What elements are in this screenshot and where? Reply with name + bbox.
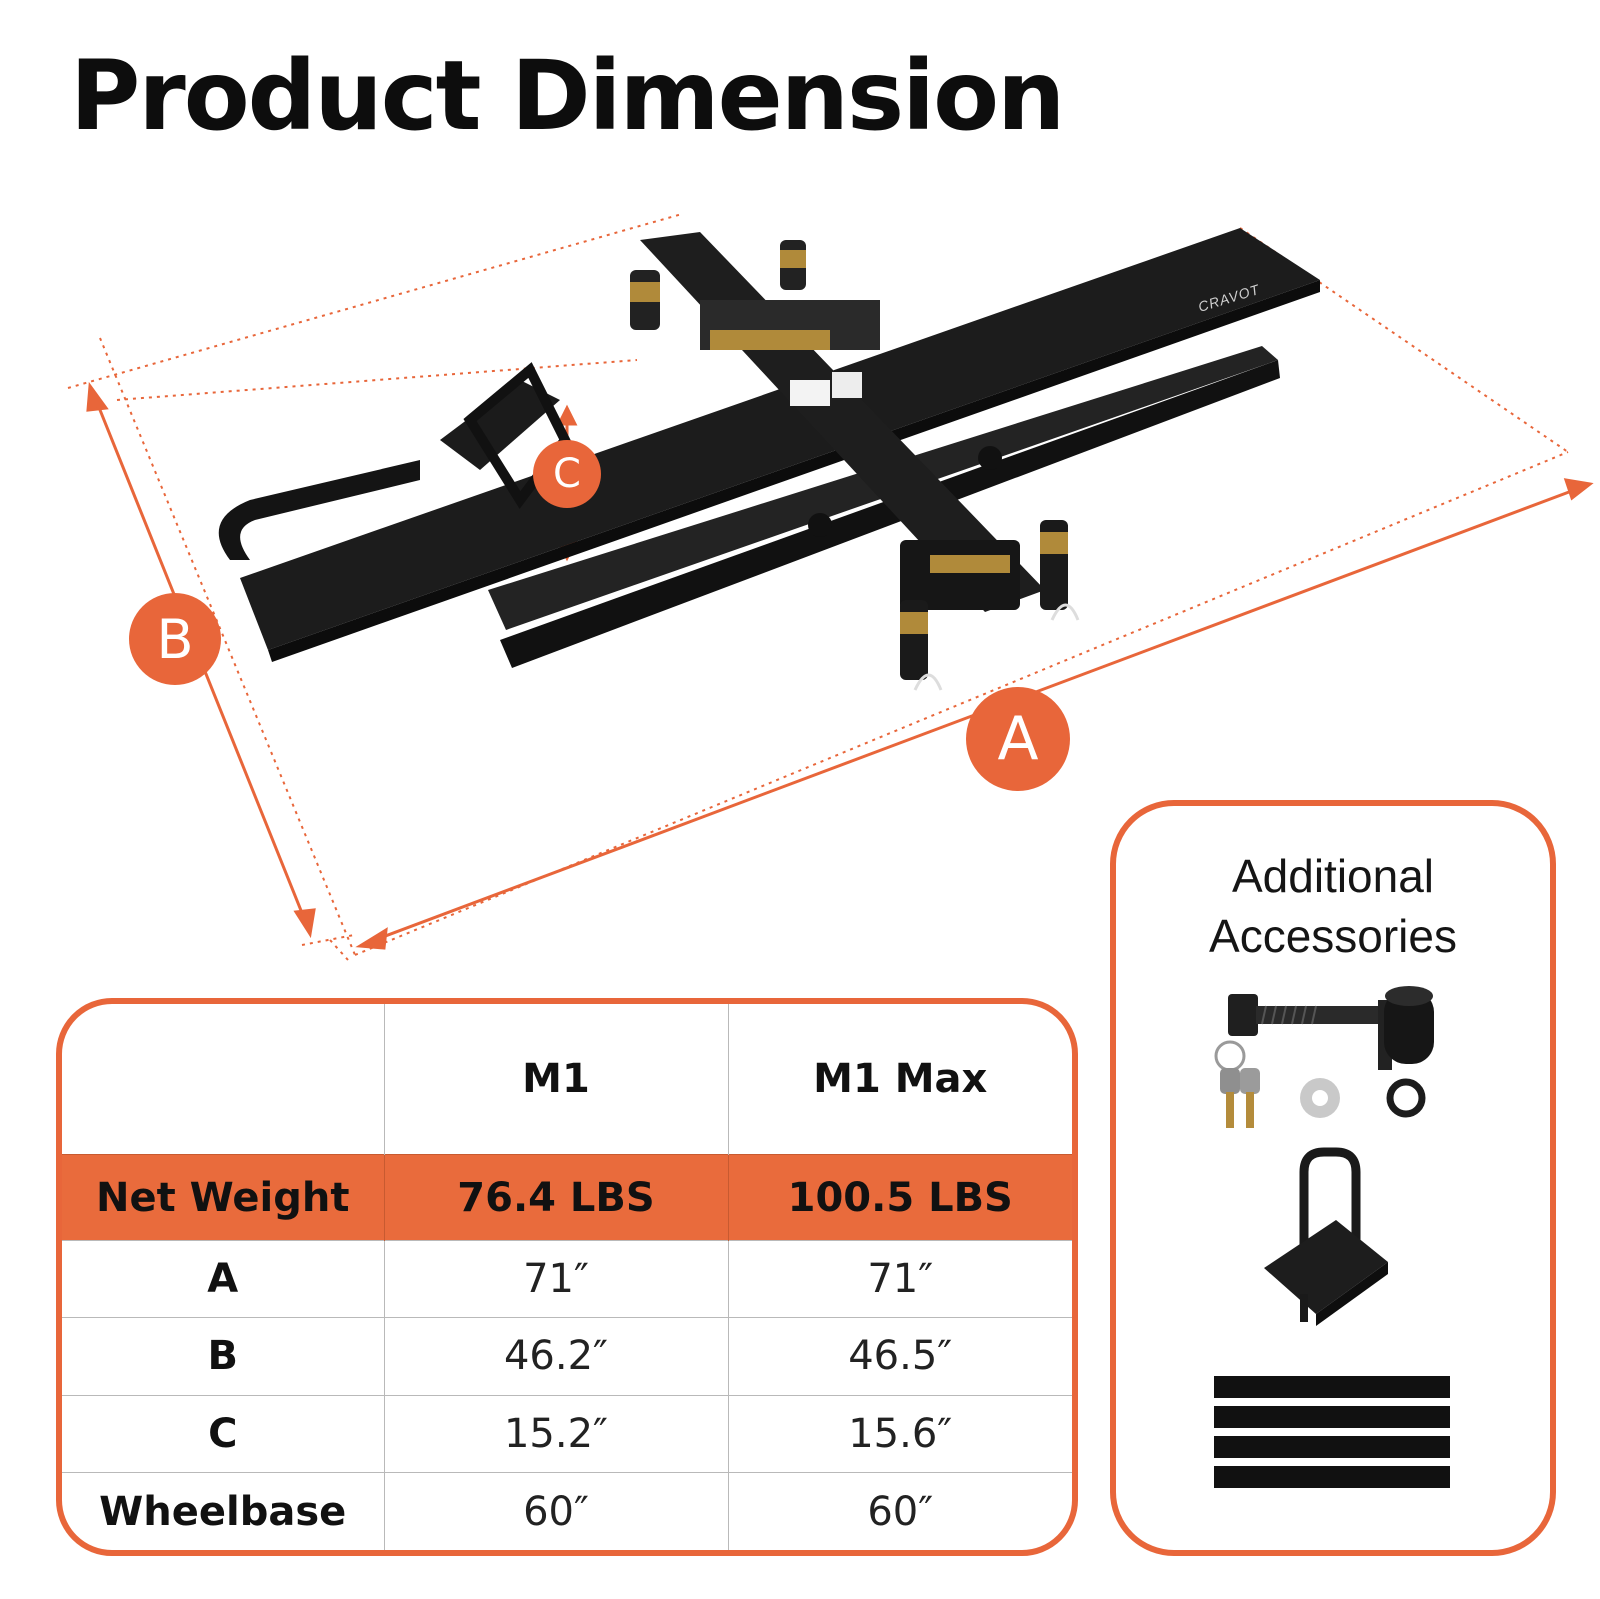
table-header-empty <box>62 1004 384 1155</box>
arrow-head-c-top <box>556 404 578 426</box>
spec-table-card: M1 M1 Max Net Weight 76.4 LBS 100.5 LBS … <box>56 998 1078 1556</box>
motorcycle-carrier-illustration: CRAVOT <box>67 213 1594 961</box>
product-diagram: CRAVOT A B C <box>0 180 1600 970</box>
row-label: C <box>62 1394 384 1473</box>
cell-m1: 60″ <box>383 1472 728 1550</box>
cell-m1: 15.2″ <box>383 1394 728 1473</box>
cell-m1: 76.4 LBS <box>383 1154 728 1241</box>
lock-keys-icon <box>1214 1040 1260 1128</box>
accessories-title-line2: Accessories <box>1209 910 1457 962</box>
accessories-card: Additional Accessories <box>1110 800 1556 1556</box>
cell-m1-max: 46.5″ <box>727 1317 1072 1396</box>
carrier-body <box>218 228 1320 691</box>
row-label: Net Weight <box>62 1154 384 1241</box>
row-label: Wheelbase <box>62 1472 384 1550</box>
table-header-row: M1 M1 Max <box>62 1004 1072 1155</box>
lock-washer-icon <box>1386 1078 1426 1118</box>
column-header-m1-max: M1 Max <box>727 1004 1072 1155</box>
cell-m1-max: 100.5 LBS <box>727 1154 1072 1241</box>
table-row-net-weight: Net Weight 76.4 LBS 100.5 LBS <box>62 1154 1072 1241</box>
arrow-head-b-top <box>86 381 109 412</box>
accessories-title: Additional Accessories <box>1116 846 1550 966</box>
cell-m1-max: 60″ <box>727 1472 1072 1550</box>
accessories-illustration <box>1214 986 1450 1488</box>
hitch-tightener-icon <box>1264 1147 1388 1326</box>
cell-m1-max: 71″ <box>727 1239 1072 1318</box>
row-label: A <box>62 1239 384 1318</box>
row-label: B <box>62 1317 384 1396</box>
arrow-head-a-right <box>1563 478 1594 501</box>
accessories-title-line1: Additional <box>1231 850 1435 902</box>
table-row-wheelbase: Wheelbase 60″ 60″ <box>62 1472 1072 1550</box>
table-row-c: C 15.2″ 15.6″ <box>62 1394 1072 1473</box>
hitch-pin-bolt-icon <box>1228 986 1434 1070</box>
dimension-label-c: C <box>533 440 601 508</box>
cell-m1: 46.2″ <box>383 1317 728 1396</box>
cell-m1-max: 15.6″ <box>727 1394 1072 1473</box>
table-row-b: B 46.2″ 46.5″ <box>62 1317 1072 1396</box>
spec-table: M1 M1 Max Net Weight 76.4 LBS 100.5 LBS … <box>62 1004 1072 1550</box>
page-title: Product Dimension <box>70 40 1065 152</box>
warning-sticker <box>790 380 830 406</box>
column-header-m1: M1 <box>383 1004 728 1155</box>
table-row-a: A 71″ 71″ <box>62 1239 1072 1318</box>
dimension-label-a: A <box>966 687 1070 791</box>
arrow-head-b-bottom <box>293 908 316 939</box>
tie-down-straps-icon <box>1214 1376 1450 1488</box>
dimension-label-b: B <box>129 593 221 685</box>
arrow-head-a-left <box>355 927 388 950</box>
cell-m1: 71″ <box>383 1239 728 1318</box>
